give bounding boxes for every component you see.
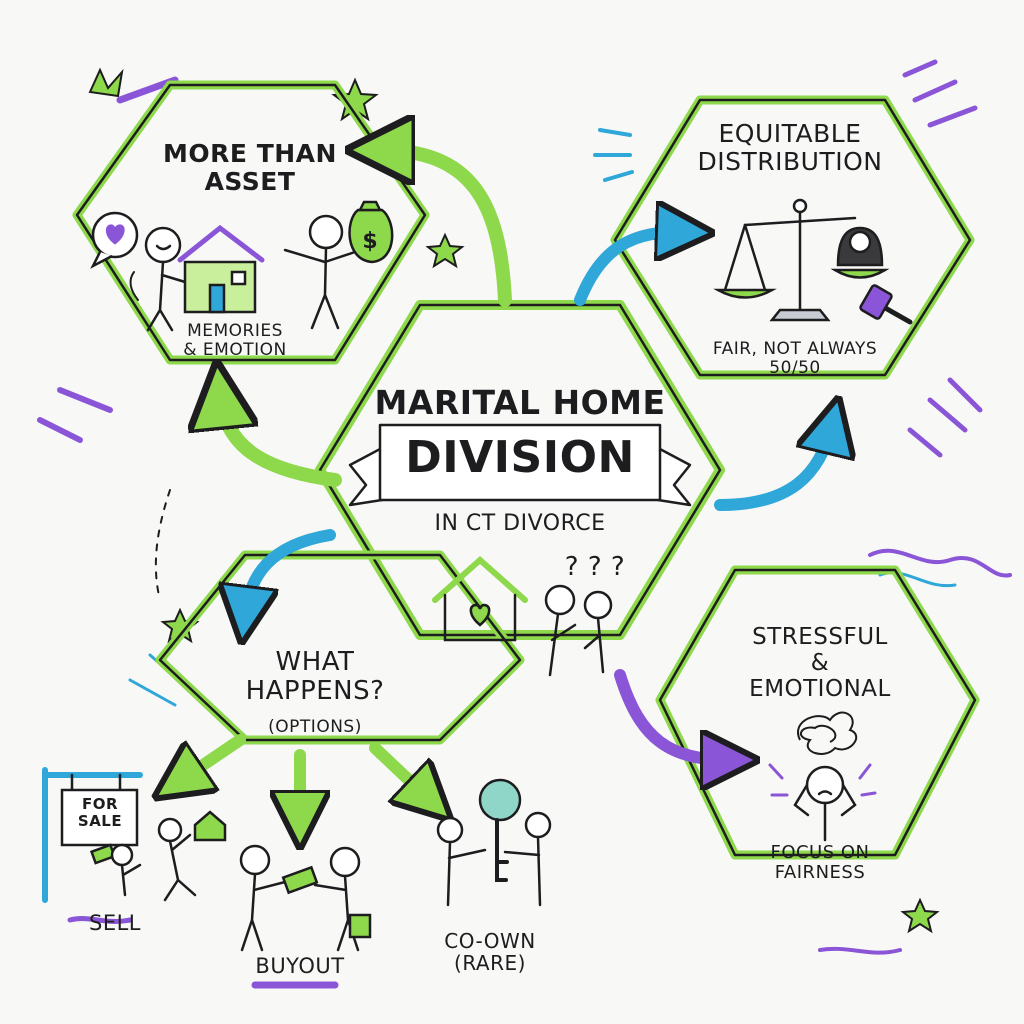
top-right-title-line1: EQUITABLE [718, 119, 862, 148]
arrow-to-sell [178, 734, 246, 782]
arrow-to-top-right [574, 232, 685, 306]
shared-key-icon [436, 778, 552, 907]
for-sale-sign-text: FOR SALE [66, 796, 134, 830]
center-subtitle: IN CT DIVORCE [434, 511, 606, 536]
judge-icon [830, 226, 890, 279]
center-question-marks: ? ? ? [564, 552, 626, 582]
bottom-left-subtitle: (OPTIONS) [268, 717, 362, 737]
person-hugging-house-icon [129, 224, 265, 332]
hexagon-top-left [72, 80, 430, 365]
hexagon-center [315, 300, 725, 640]
top-left-title: MORE THAN ASSET [130, 140, 370, 196]
option-co-own-label: CO-OWN (RARE) [430, 930, 550, 975]
top-right-caption-line1: FAIR, NOT ALWAYS [712, 339, 878, 359]
scribble-cloud-icon [797, 711, 858, 755]
option-buyout-label: BUYOUT [255, 954, 345, 978]
bottom-right-title-line1: STRESSFUL [752, 624, 888, 650]
gavel-icon [859, 284, 913, 325]
bottom-right-caption-line2: FAIRNESS [774, 862, 866, 884]
arrow-to-bottom-left [245, 529, 336, 615]
option-co-own-line1: CO-OWN [444, 929, 536, 953]
division-banner [348, 423, 692, 507]
top-left-caption: MEMORIES & EMOTION [160, 321, 310, 361]
decorative-stars [88, 67, 940, 934]
center-title-line1: MARITAL HOME [374, 383, 666, 422]
bottom-right-caption-line1: FOCUS ON [770, 842, 870, 863]
hexagon-bottom-right [655, 565, 980, 860]
center-title-line2: DIVISION [405, 432, 635, 483]
arrow-to-top-left-lower [220, 395, 342, 487]
top-right-caption-line2: 50/50 [769, 358, 821, 379]
top-right-title: EQUITABLE DISTRIBUTION [660, 120, 920, 176]
bottom-right-caption: FOCUS ON FAIRNESS [740, 842, 900, 884]
bottom-left-title: WHAT HAPPENS? [215, 647, 415, 707]
stressed-person-icon [768, 763, 877, 842]
for-sale-sign-line2: SALE [77, 811, 123, 830]
bottom-left-title-line2: HAPPENS? [245, 676, 385, 707]
bottom-right-title-line3: EMOTIONAL [749, 675, 891, 702]
for-sale-sign-line1: FOR [81, 795, 119, 813]
top-left-caption-line1: MEMORIES [187, 321, 283, 341]
option-co-own-line2: (RARE) [454, 951, 526, 976]
top-left-title-line1: MORE THAN [163, 139, 337, 168]
arrow-to-bottom-right [614, 669, 730, 760]
bottom-right-title: STRESSFUL & EMOTIONAL [720, 624, 920, 702]
hexagon-top-right [610, 95, 975, 380]
arrow-to-top-left-upper [380, 150, 512, 307]
money-bag-symbol: $ [362, 229, 377, 254]
confused-couple-icon [544, 584, 613, 677]
handshake-money-icon [239, 844, 372, 952]
top-right-title-line2: DISTRIBUTION [697, 147, 883, 176]
top-left-title-line2: ASSET [204, 167, 296, 196]
top-left-caption-line2: & EMOTION [183, 340, 287, 361]
arrow-to-right [714, 425, 832, 511]
house-heart-icon [432, 555, 528, 642]
option-sell-label: SELL [89, 911, 141, 935]
bottom-left-title-line1: WHAT [275, 647, 355, 677]
hexagon-shapes [72, 80, 980, 860]
connector-arrows [178, 150, 832, 820]
arrow-to-co-own [369, 742, 430, 800]
for-sale-sign-icon [42, 767, 227, 903]
person-with-money-bag-icon: $ [283, 200, 394, 330]
heart-speech-bubble-icon [90, 211, 139, 269]
bottom-right-title-line2: & [810, 649, 830, 676]
top-right-caption: FAIR, NOT ALWAYS 50/50 [700, 339, 890, 379]
scales-of-justice-icon [713, 198, 857, 322]
